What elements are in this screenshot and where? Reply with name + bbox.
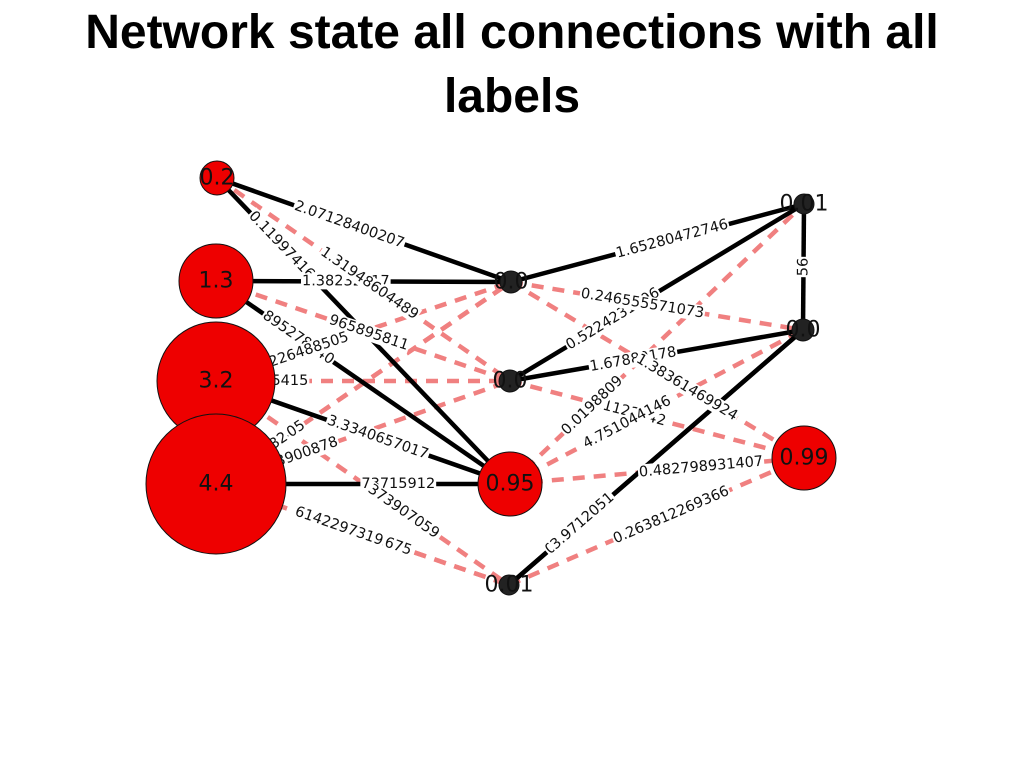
edge-weight-label: 6142297319 [293,504,385,549]
edge-label-background [546,488,619,554]
edge-h2-out1 [508,328,805,486]
edge-label-background [557,372,627,440]
node-circle [499,270,523,294]
title-line-2: labels [443,70,581,123]
edge-weight-label: 0.11997416 [245,208,317,282]
node-value-label: 4.4 [199,472,234,497]
edge-label-background [579,392,675,453]
edge-h3-out2 [508,455,805,588]
edge-label-background [578,285,707,322]
edge-weight-label: 0.263812269366 [611,483,732,547]
node-h2: 0.95 [477,451,543,517]
node-circle [199,160,235,196]
edge-label-background [587,344,679,376]
edge-label-group: 0.263812269366 [609,482,733,548]
node-circle [477,451,543,517]
node-in1: 1.3 [178,243,254,319]
node-value-label: 1.3 [199,269,234,294]
node-circle [498,369,522,393]
edge-label-background [257,328,352,374]
node-in3: 4.4 [145,413,287,555]
edge-weight-label: 1.65280472746 [614,217,730,262]
node-value-label: 0.0 [494,270,529,295]
nodes-layer: 0.2 1.3 3.2 4.4 0.0 0.0 0.95 0.01 0.01 0.0 0.99 [145,160,837,598]
node-circle [145,413,287,555]
node-value-label: 0.99 [780,446,829,471]
node-out2: 0.99 [771,425,837,491]
edge-label-background [613,216,731,262]
node-value-label: 0.01 [780,192,829,217]
node-value-label: 0.01 [485,573,534,598]
edge-label-group: 0.11997416 [244,207,319,284]
node-value-label: 0.95 [486,472,535,497]
edge-label-background [326,311,412,355]
node-out1: 0.0 [786,318,821,343]
edge-label-background [586,393,669,430]
edge-label-background [795,256,812,278]
edge-label-group: 56 [795,256,812,278]
node-in0: 0.2 [199,160,235,196]
node-in2: 3.2 [156,321,276,441]
edge-label-background [316,243,423,324]
node-value-label: 0.2 [200,166,235,191]
edge-h2-out0 [508,202,806,486]
node-value-label: 3.2 [199,369,234,394]
node-h1: 0.0 [493,369,528,394]
edge-label-background [324,412,432,464]
edge-label-group: 1.65280472746 [613,216,731,262]
node-value-label: 0.0 [786,318,821,343]
node-h3: 0.01 [485,573,534,598]
node-circle [178,243,254,319]
edge-label-background [632,350,742,425]
node-out0: 0.01 [780,192,829,217]
edge-weight-label: 56 [795,258,811,277]
node-circle [791,318,815,342]
edge-label-background [291,197,408,252]
node-h0: 0.0 [494,270,529,295]
title-line-1: Network state all connections with all [85,6,939,59]
node-circle [771,425,837,491]
node-circle [498,574,520,596]
edge-label-group: 6142297319 [291,503,387,550]
edge-label-background [244,207,319,284]
slide-title: Network state all connections with all l… [0,0,1024,129]
edge-label-background [291,503,387,550]
edge-label-background [637,453,765,481]
edge-label-background [364,480,443,543]
node-value-label: 0.0 [493,369,528,394]
edge-label-background [609,482,733,548]
node-circle [793,193,815,215]
